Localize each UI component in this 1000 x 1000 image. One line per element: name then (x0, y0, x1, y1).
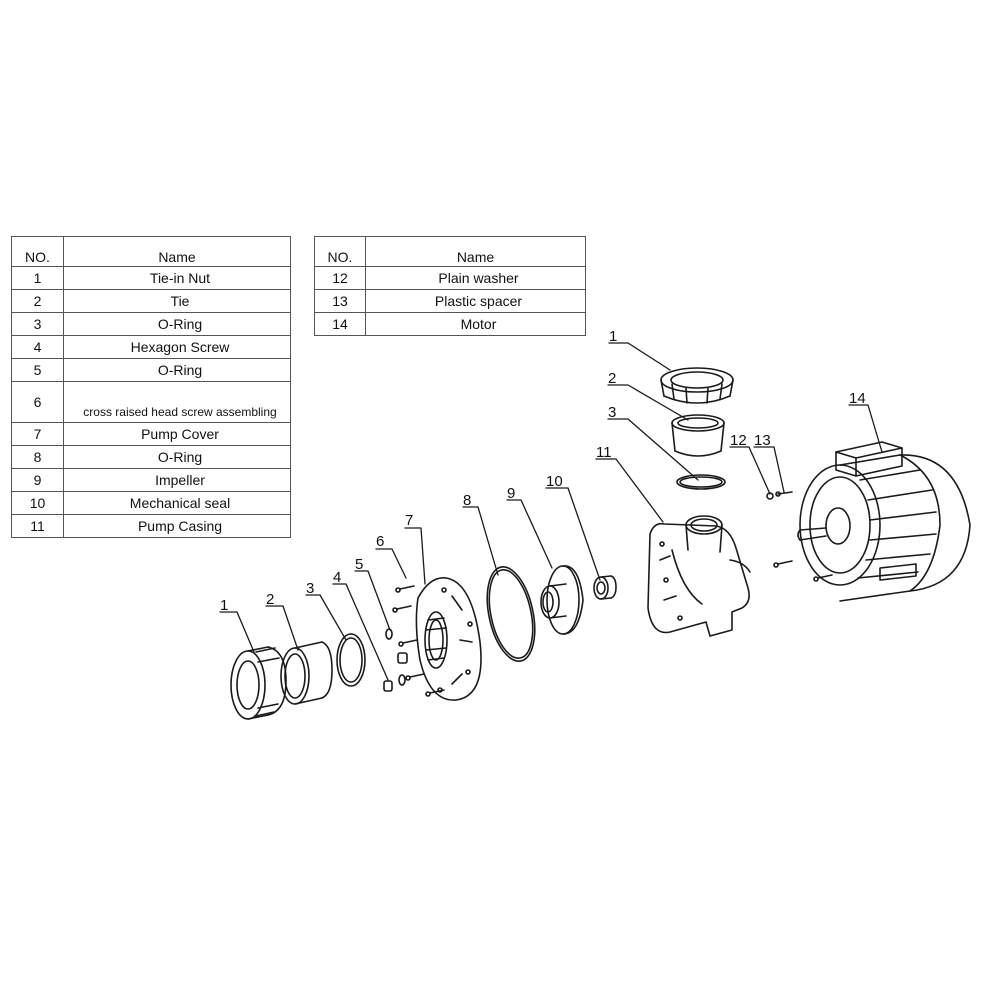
header-name: Name (365, 236, 586, 267)
header-name: Name (63, 236, 291, 267)
callout-3-lower: 3 (306, 580, 314, 597)
row-part-name: Plastic spacer (365, 289, 586, 313)
callout-5: 5 (355, 556, 363, 573)
callout-4: 4 (333, 569, 341, 586)
callout-11: 11 (596, 444, 612, 461)
callout-2-upper: 2 (608, 370, 616, 387)
tie-upper (671, 414, 725, 457)
row-number: 12 (314, 266, 366, 290)
callout-8: 8 (463, 492, 471, 509)
callout-7: 7 (405, 512, 413, 529)
small-hardware (383, 585, 445, 697)
callout-2-lower: 2 (266, 591, 274, 608)
row-part-name: Tie (63, 289, 291, 313)
callout-numbers: 1 2 3 4 5 6 7 8 9 10 11 1 2 3 12 13 14 (220, 328, 866, 614)
row-number: 6 (11, 381, 64, 423)
motor (797, 441, 971, 602)
row-part-name: Mechanical seal (63, 491, 291, 515)
pump-cover (415, 577, 482, 701)
row-number: 11 (11, 514, 64, 538)
header-no: NO. (11, 236, 64, 267)
washer-and-spacer (766, 491, 833, 582)
tie-in-nut-lower (230, 646, 287, 720)
callout-6: 6 (376, 533, 384, 550)
row-part-name: Plain washer (365, 266, 586, 290)
tie-in-nut-upper (660, 367, 734, 404)
row-part-name: Pump Casing (63, 514, 291, 538)
callout-1-upper: 1 (609, 328, 617, 345)
o-ring-lower (336, 633, 366, 687)
row-part-name: Pump Cover (63, 422, 291, 446)
pump-casing (647, 515, 751, 637)
o-ring-upper (676, 474, 726, 490)
callout-9: 9 (507, 485, 515, 502)
o-ring-large (486, 566, 536, 662)
row-part-name: cross raised head screw assembling (63, 381, 291, 423)
callout-1-lower: 1 (220, 597, 228, 614)
callout-12: 12 (730, 432, 747, 449)
impeller (540, 565, 584, 635)
callout-10: 10 (546, 473, 563, 490)
callout-14: 14 (849, 390, 866, 407)
row-part-name: Motor (365, 312, 586, 336)
row-number: 13 (314, 289, 366, 313)
row-number: 2 (11, 289, 64, 313)
mechanical-seal (593, 575, 617, 600)
tie-lower (280, 641, 333, 705)
callout-13: 13 (754, 432, 771, 449)
callout-3-upper: 3 (608, 404, 616, 421)
row-number: 3 (11, 312, 64, 336)
callout-leaders (219, 342, 883, 681)
